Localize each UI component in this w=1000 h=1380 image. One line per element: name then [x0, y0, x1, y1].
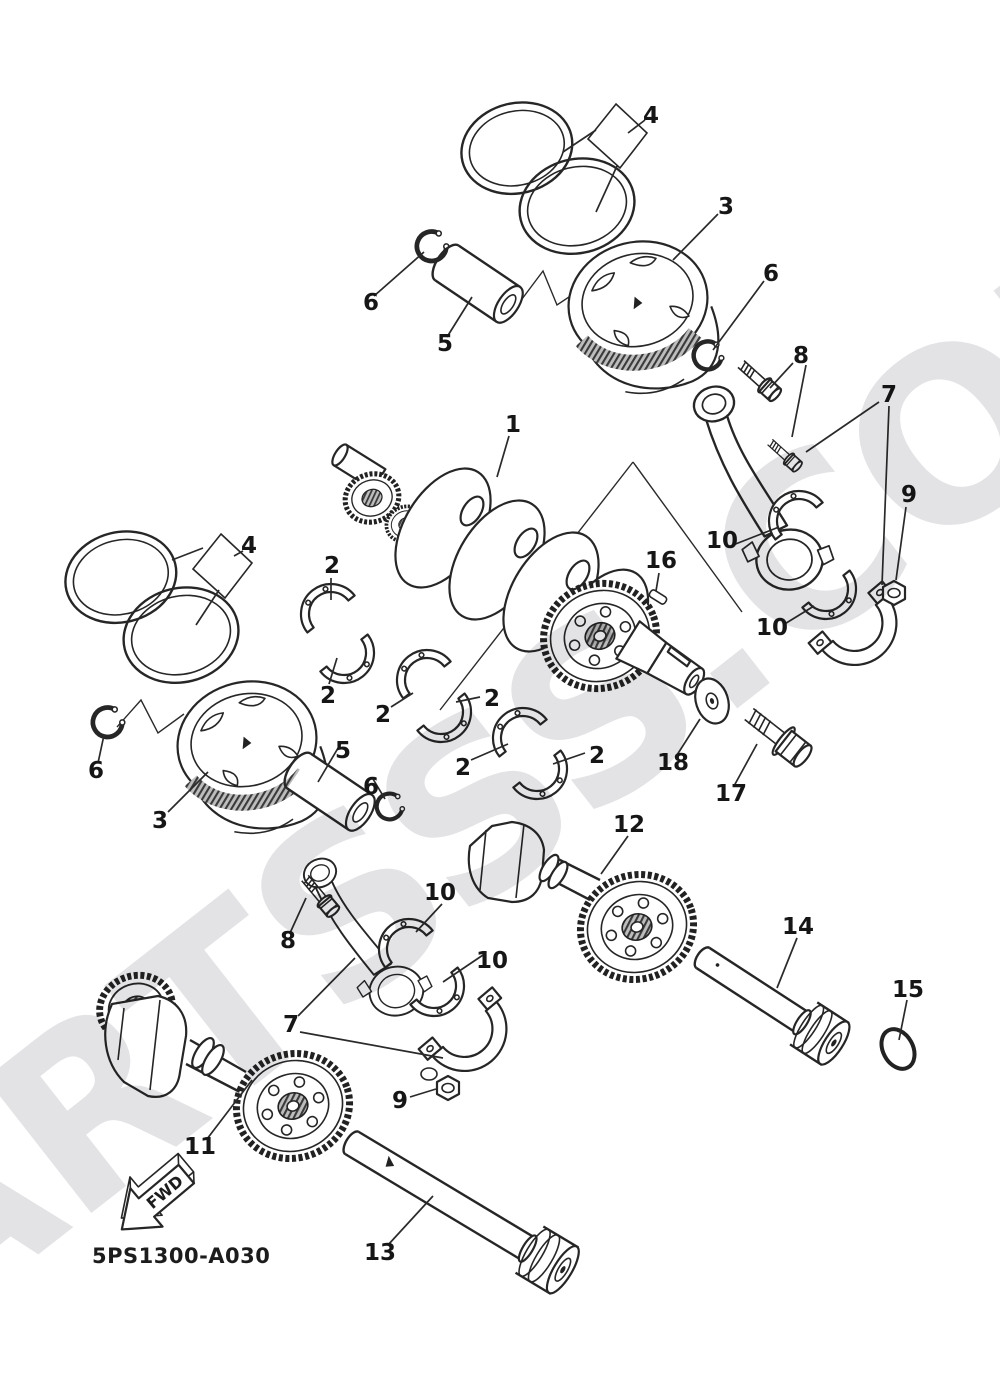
callout-1: 1	[505, 412, 521, 438]
crank-bolt	[744, 707, 813, 768]
rod-nut-left	[435, 1074, 461, 1102]
callout-3: 3	[152, 808, 168, 834]
callout-14: 14	[782, 914, 814, 940]
circlip-top-left	[413, 227, 452, 265]
callout-10: 10	[424, 880, 456, 906]
leader-lines	[97, 119, 908, 1246]
callout-3: 3	[718, 194, 734, 220]
circlip-left-outer	[89, 703, 128, 741]
piston-rings-top	[449, 84, 648, 272]
callout-9: 9	[901, 482, 917, 508]
callout-7: 7	[283, 1012, 299, 1038]
balancer-front	[91, 966, 363, 1173]
washer	[694, 677, 730, 725]
connecting-rod-left	[296, 836, 530, 1102]
callout-5: 5	[437, 331, 453, 357]
callout-2: 2	[375, 702, 391, 728]
callout-11: 11	[184, 1134, 216, 1160]
crankshaft	[331, 443, 706, 704]
callout-6: 6	[763, 261, 779, 287]
callout-10: 10	[476, 948, 508, 974]
callout-5: 5	[335, 738, 351, 764]
callout-17: 17	[715, 781, 747, 807]
callout-7: 7	[881, 382, 897, 408]
o-ring	[879, 1027, 917, 1071]
callout-18: 18	[657, 750, 689, 776]
callout-12: 12	[613, 812, 645, 838]
callout-6: 6	[363, 774, 379, 800]
diagram-code: 5PS1300-A030	[92, 1244, 270, 1268]
callout-13: 13	[364, 1240, 396, 1266]
callout-8: 8	[793, 343, 809, 369]
piston-pin-top	[425, 238, 530, 329]
ring-tag-icon	[587, 103, 648, 169]
callout-2: 2	[484, 686, 500, 712]
woodruff-key	[648, 589, 668, 605]
rod-nut-washer-left	[420, 1067, 438, 1081]
callout-6: 6	[363, 290, 379, 316]
callout-15: 15	[892, 977, 924, 1003]
balancer-shaft-front	[342, 1130, 580, 1295]
callout-2: 2	[324, 553, 340, 579]
callout-4: 4	[643, 103, 659, 129]
piston-rings-left	[53, 513, 253, 701]
callout-6: 6	[88, 758, 104, 784]
callout-8: 8	[280, 928, 296, 954]
callout-10: 10	[706, 528, 738, 554]
callout-2: 2	[320, 683, 336, 709]
callout-10: 10	[756, 615, 788, 641]
balancer-shaft-rear	[693, 946, 851, 1067]
callout-2: 2	[455, 755, 471, 781]
callout-9: 9	[392, 1088, 408, 1114]
callout-16: 16	[645, 548, 677, 574]
balancer-rear	[467, 820, 707, 994]
callout-2: 2	[589, 743, 605, 769]
callout-4: 4	[241, 533, 257, 559]
